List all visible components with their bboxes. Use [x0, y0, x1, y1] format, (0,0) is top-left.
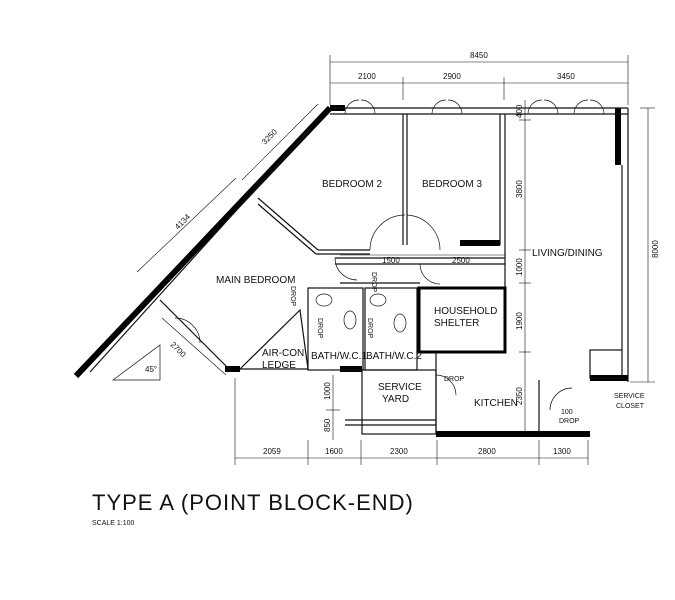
room-closet-2: CLOSET	[616, 403, 645, 410]
room-service-yard-1: SERVICE	[378, 382, 422, 393]
room-bath-1: BATH/W.C.1	[311, 351, 367, 362]
dim-mid-1000: 1000	[515, 258, 524, 276]
room-aircon-1: AIR-CON	[262, 348, 304, 359]
room-bedroom-3: BEDROOM 3	[422, 179, 482, 190]
dim-bot-1: 2059	[263, 447, 281, 456]
room-main-bedroom: MAIN BEDROOM	[216, 275, 295, 286]
room-kitchen: KITCHEN	[474, 398, 518, 409]
partition-walls	[89, 107, 629, 435]
drop-label: DROP	[289, 286, 296, 307]
dimension-lines	[136, 55, 655, 465]
room-aircon-2: LEDGE	[262, 360, 296, 371]
fixtures	[111, 293, 407, 381]
door-swings	[174, 99, 605, 411]
dim-mid-3800: 3800	[515, 180, 524, 198]
dim-mid-1900: 1900	[515, 312, 524, 330]
drop-100: 100	[561, 409, 573, 416]
room-household-2: SHELTER	[434, 318, 479, 329]
drop-label: DROP	[316, 318, 323, 339]
dim-top-2: 2900	[443, 72, 461, 81]
angle-label: 45°	[145, 365, 157, 374]
drop-label: DROP	[444, 376, 465, 383]
dim-left-1000: 1000	[323, 382, 332, 400]
room-living-dining: LIVING/DINING	[532, 248, 603, 259]
dim-top-3: 3450	[557, 72, 575, 81]
dim-mid-2350: 2350	[515, 387, 524, 405]
drop-label: DROP	[370, 272, 377, 293]
room-bath-2: BATH/W.C.2	[366, 351, 422, 362]
dim-top-1: 2100	[358, 72, 376, 81]
dim-top-total: 8450	[470, 51, 488, 60]
dim-h-2500: 2500	[452, 256, 470, 265]
dim-left-850: 850	[323, 418, 332, 432]
room-household-1: HOUSEHOLD	[434, 306, 497, 317]
dim-bot-5: 1300	[553, 447, 571, 456]
dim-mid-400: 400	[515, 104, 524, 118]
drop-label: DROP	[559, 418, 580, 425]
dim-diag-1: 3250	[260, 127, 279, 146]
room-closet-1: SERVICE	[614, 393, 645, 400]
dim-h-1500: 1500	[382, 256, 400, 265]
dim-bot-2: 1600	[325, 447, 343, 456]
structural-walls	[73, 105, 628, 437]
room-bedroom-2: BEDROOM 2	[322, 179, 382, 190]
dim-bot-3: 2300	[390, 447, 408, 456]
dim-right-total: 8000	[651, 240, 660, 258]
dim-diag-3: 2700	[169, 340, 188, 359]
plan-title: TYPE A (POINT BLOCK-END)	[92, 490, 414, 515]
dim-bot-4: 2800	[478, 447, 496, 456]
room-service-yard-2: YARD	[382, 394, 409, 405]
drop-label: DROP	[366, 318, 373, 339]
plan-scale: SCALE 1:100	[92, 520, 135, 527]
